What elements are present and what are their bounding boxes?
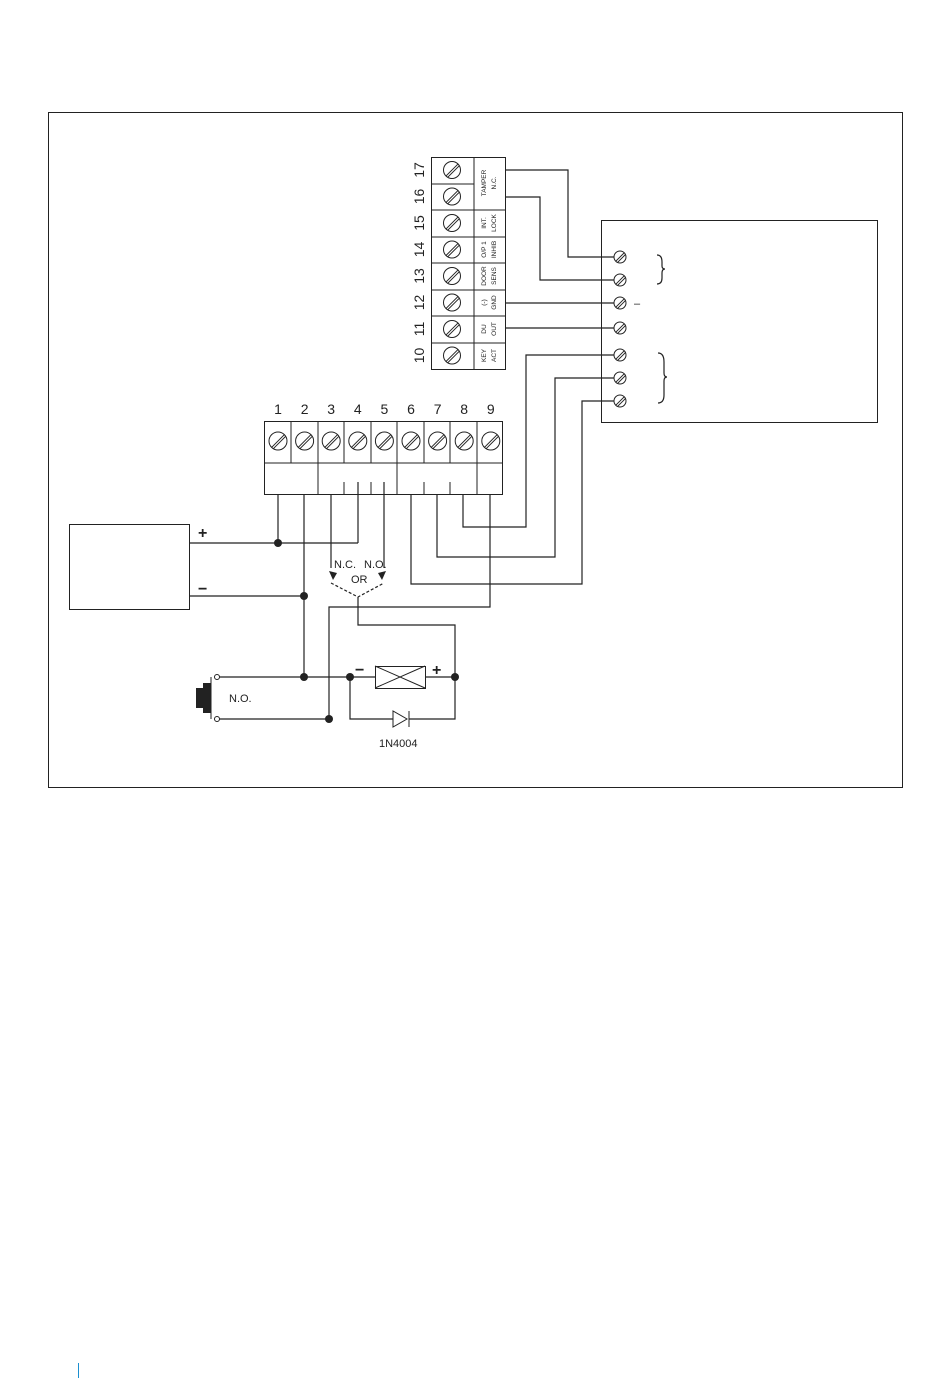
diode-symbol: [393, 711, 409, 727]
side-label-bottom-11: OUT: [491, 322, 498, 336]
terminal-number-2: 2: [301, 401, 309, 417]
terminal-number-4: 4: [354, 401, 362, 417]
side-terminal-number-15: 15: [411, 215, 427, 231]
terminal-number-5: 5: [381, 401, 389, 417]
push-button-icon: [196, 675, 220, 722]
side-terminal-number-12: 12: [411, 295, 427, 311]
power-supply-box: [70, 525, 190, 610]
side-terminal-number-13: 13: [411, 268, 427, 284]
side-label-bottom-12: GND: [491, 295, 498, 310]
panel-terminal-screws: [614, 251, 626, 407]
footer-accent-bar: [78, 1363, 79, 1378]
terminal-number-8: 8: [460, 401, 468, 417]
side-terminal-number-16: 16: [411, 189, 427, 205]
terminal-screw-7: [429, 432, 447, 450]
terminal-screw-2: [296, 432, 314, 450]
panel-screw-5: [614, 349, 626, 361]
supply-minus-label: −: [198, 581, 207, 598]
terminal-number-9: 9: [487, 401, 495, 417]
terminal-number-6: 6: [407, 401, 415, 417]
side-screw-14: [444, 241, 461, 258]
side-label-top-10: KEY: [481, 348, 488, 362]
terminal-number-3: 3: [327, 401, 335, 417]
no-label: N.O.: [364, 559, 387, 571]
side-label-bottom-17: N.C.: [491, 176, 498, 189]
side-label-top-17: TAMPER: [481, 169, 488, 196]
side-label-top-15: INT.: [481, 217, 488, 229]
side-screw-13: [444, 268, 461, 285]
lock-coil: [375, 666, 426, 689]
side-label-bottom-15: LOCK: [491, 213, 498, 231]
terminal-number-7: 7: [434, 401, 442, 417]
side-label-bottom-14: INHIB: [491, 241, 498, 258]
wires: [189, 170, 667, 719]
side-screw-16: [444, 188, 461, 205]
panel-screw-3: [614, 297, 626, 309]
side-terminal-number-10: 10: [411, 348, 427, 364]
panel-gnd-mark: –: [634, 298, 641, 310]
panel-box: [602, 221, 878, 423]
terminal-screw-5: [375, 432, 393, 450]
nc-label: N.C.: [334, 559, 356, 571]
terminal-screw-4: [349, 432, 367, 450]
panel-screw-1: [614, 251, 626, 263]
diode-label: 1N4004: [379, 738, 418, 750]
side-label-top-12: (-): [481, 299, 488, 306]
side-terminal-number-14: 14: [411, 242, 427, 258]
bottom-terminal-screws: 1 2 3 4 5 6 7 8 9: [269, 401, 500, 450]
panel-screw-2: [614, 274, 626, 286]
side-screw-12: [444, 294, 461, 311]
side-label-top-13: DOOR: [481, 266, 488, 286]
side-label-top-14: O/P 1: [481, 241, 488, 258]
side-label-top-11: DU: [481, 324, 488, 334]
side-terminal-number-17: 17: [411, 162, 427, 178]
terminal-screw-1: [269, 432, 287, 450]
terminal-screw-3: [322, 432, 340, 450]
panel-screw-4: [614, 322, 626, 334]
side-screw-11: [444, 321, 461, 338]
lock-plus-label: +: [432, 662, 441, 679]
side-screw-10: [444, 347, 461, 364]
side-screw-17: [444, 162, 461, 179]
terminal-screw-8: [455, 432, 473, 450]
terminal-screw-6: [402, 432, 420, 450]
supply-plus-label: +: [198, 525, 207, 542]
button-no-label: N.O.: [229, 693, 252, 705]
or-label: OR: [351, 574, 368, 586]
diagram-frame: [49, 113, 903, 788]
side-screw-15: [444, 215, 461, 232]
lock-minus-label: −: [355, 662, 364, 679]
side-label-bottom-13: SENS: [491, 266, 498, 284]
panel-screw-6: [614, 372, 626, 384]
side-label-bottom-10: ACT: [491, 349, 498, 362]
terminal-number-1: 1: [274, 401, 282, 417]
terminal-screw-9: [482, 432, 500, 450]
side-terminal-number-11: 11: [411, 322, 427, 337]
panel-screw-7: [614, 395, 626, 407]
